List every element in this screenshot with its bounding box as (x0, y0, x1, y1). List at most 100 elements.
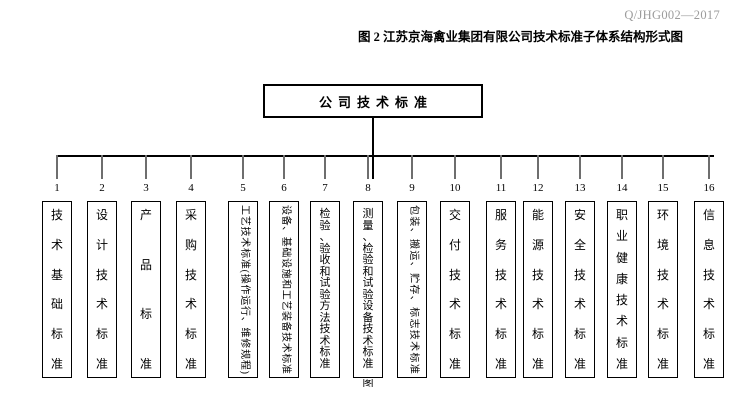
label-char: 术 (408, 341, 419, 352)
label-char: 服 (494, 208, 507, 222)
label-char: 艺 (239, 215, 250, 226)
column-number-8: 8 (365, 182, 371, 194)
label-char: 设 (362, 300, 374, 313)
standard-label-15: 环境技术标准 (649, 202, 677, 377)
column-number-3: 3 (143, 182, 149, 194)
column-number-7: 7 (322, 182, 328, 194)
label-char: 标 (184, 327, 197, 342)
label-char: 运 (408, 250, 419, 261)
connector-stub-12 (537, 155, 539, 179)
label-char: 源 (531, 237, 544, 252)
label-char: 方 (319, 300, 331, 313)
label-char: 准 (615, 356, 628, 371)
label-char: 准 (280, 363, 291, 374)
label-char: 标 (494, 327, 507, 342)
label-char: 试 (319, 277, 331, 290)
connector-stub-13 (579, 155, 581, 179)
label-char: 志 (408, 318, 419, 329)
label-char: 术 (573, 297, 586, 312)
label-char: 技 (280, 332, 291, 343)
label-char: 技 (239, 226, 250, 237)
label-char: 工 (280, 289, 291, 300)
label-char: 标 (656, 327, 669, 342)
label-char: 品 (139, 257, 152, 272)
label-char: 标 (50, 327, 63, 342)
label-char: 标 (615, 335, 628, 350)
label-char: 技 (531, 267, 544, 282)
label-char: 础 (280, 247, 291, 258)
overflow-clipped-char-8: 图 (362, 379, 374, 387)
connector-stub-1 (56, 155, 58, 179)
label-char: 准 (494, 356, 507, 371)
column-number-6: 6 (281, 182, 287, 194)
label-char: 术 (319, 334, 331, 347)
figure-title: 图 2 江苏京海禽业集团有限公司技术标准子体系结构形式图 (358, 30, 684, 44)
connector-rail (56, 155, 714, 157)
label-char: 、 (280, 226, 291, 237)
label-char: 标 (319, 346, 331, 359)
label-char: 康 (615, 271, 628, 286)
label-char: 设 (280, 257, 291, 268)
label-char: 术 (656, 297, 669, 312)
label-char: 健 (615, 250, 628, 265)
label-char: 标 (408, 307, 419, 318)
label-char: 标 (139, 307, 152, 322)
label-char: 测 (362, 208, 374, 220)
root-node-company-technical-standard: 公司技术标准 (263, 84, 483, 118)
label-char: 技 (362, 323, 374, 336)
label-char: 备 (280, 321, 291, 332)
connector-stub-9 (411, 155, 413, 179)
column-number-15: 15 (657, 182, 669, 194)
connector-root-drop (372, 117, 374, 179)
connector-stub-8 (367, 155, 369, 179)
label-char: 检 (362, 242, 374, 255)
label-char: 维 (239, 327, 250, 338)
label-char: 量 (362, 219, 374, 232)
column-number-14: 14 (616, 182, 628, 194)
standard-box-3: 产品标准 (131, 201, 161, 378)
label-char: 、 (362, 231, 374, 244)
label-char: 环 (656, 208, 669, 222)
standard-box-16: 信息技术标准 (694, 201, 724, 378)
label-char: 艺 (280, 300, 291, 311)
label-char: 、 (319, 231, 331, 244)
label-char: 技 (656, 267, 669, 282)
label-char: ) (239, 370, 250, 374)
standard-box-7: 检验、验收和试验方法技术标准 (310, 201, 340, 378)
standard-label-7: 检验、验收和试验方法技术标准 (311, 202, 339, 377)
column-number-12: 12 (532, 182, 544, 194)
label-char: 术 (239, 237, 250, 248)
standard-label-11: 服务技术标准 (487, 202, 515, 377)
column-number-9: 9 (409, 182, 415, 194)
label-char: 境 (656, 237, 669, 252)
column-number-5: 5 (240, 182, 246, 194)
label-char: 设 (280, 205, 291, 215)
label-char: 准 (139, 356, 152, 371)
standard-label-10: 交付技术标准 (441, 202, 469, 377)
label-char: 设 (95, 208, 108, 222)
label-char: 检 (319, 208, 331, 220)
connector-stub-11 (500, 155, 502, 179)
connector-stub-5 (242, 155, 244, 179)
standard-label-1: 技术基础标准 (43, 202, 71, 377)
column-number-11: 11 (495, 182, 507, 194)
label-char: 标 (280, 353, 291, 364)
label-char: 基 (280, 236, 291, 247)
label-char: 规 (239, 349, 250, 360)
label-char: 准 (531, 356, 544, 371)
label-char: 操 (239, 273, 250, 284)
label-char: 术 (494, 297, 507, 312)
connector-stub-15 (662, 155, 664, 179)
column-number-2: 2 (99, 182, 105, 194)
label-char: 、 (408, 227, 419, 238)
label-char: 验 (362, 288, 374, 301)
label-char: 准 (362, 357, 374, 370)
label-char: 工 (239, 205, 250, 215)
standard-box-10: 交付技术标准 (440, 201, 470, 378)
label-char: 验 (319, 288, 331, 301)
label-char: 技 (408, 329, 419, 340)
label-char: 和 (280, 279, 291, 290)
standard-box-15: 环境技术标准 (648, 201, 678, 378)
label-char: 安 (573, 208, 586, 222)
label-char: 术 (448, 297, 461, 312)
